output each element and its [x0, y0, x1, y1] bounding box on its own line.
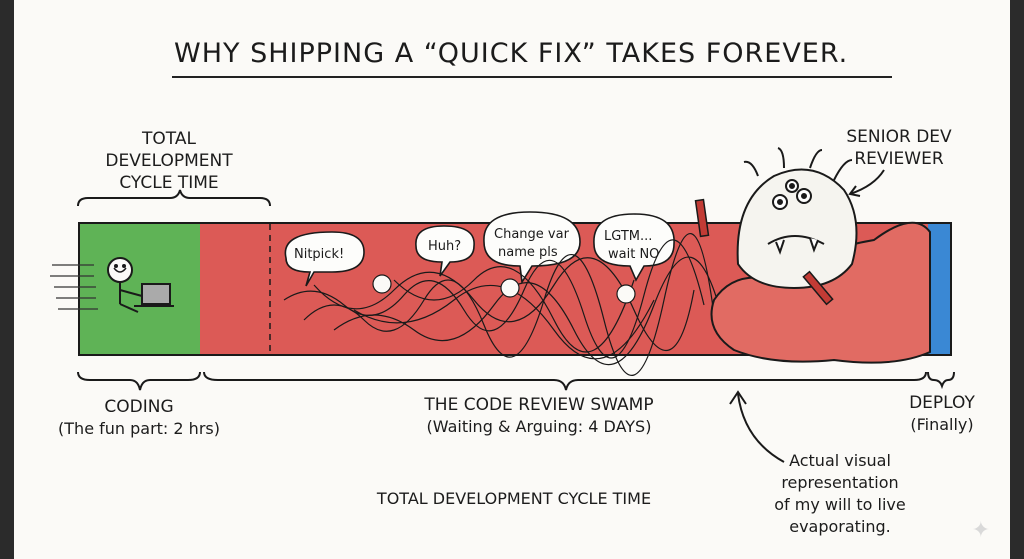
swamp-sublabel: (Waiting & Arguing: 4 DAYS) [426, 417, 652, 436]
stick-figure-coder-icon [107, 257, 143, 313]
will-to-live-note: Actual visual representation of my will … [750, 450, 930, 538]
will-note-line3: of my will to live [774, 495, 906, 514]
bubble-lgtm-line1: LGTM... [604, 229, 652, 244]
will-note-line2: representation [781, 473, 899, 492]
total-cycle-top-line3: CYCLE TIME [119, 173, 219, 193]
bubble-lgtm-line2: wait NO [608, 247, 659, 262]
notebook-page: WHY SHIPPING A “QUICK FIX” TAKES FOREVER… [14, 0, 1010, 559]
will-note-line1: Actual visual [789, 451, 891, 470]
deploy-label: DEPLOY [909, 393, 975, 413]
will-note-line4: evaporating. [789, 517, 891, 536]
coding-segment [78, 222, 200, 356]
coding-sublabel: (The fun part: 2 hrs) [58, 419, 220, 438]
bubble-huh-text: Huh? [428, 239, 461, 254]
deploy-brace [927, 371, 955, 390]
deploy-label-block: DEPLOY (Finally) [892, 392, 992, 436]
speech-bubble-nitpick [284, 231, 365, 287]
swamp-label: THE CODE REVIEW SWAMP [424, 395, 654, 415]
will-arrow-icon [737, 393, 785, 463]
page-title: WHY SHIPPING A “QUICK FIX” TAKES FOREVER… [174, 38, 849, 69]
senior-dev-label: SENIOR DEV REVIEWER [834, 126, 964, 170]
swamp-label-block: THE CODE REVIEW SWAMP (Waiting & Arguing… [374, 394, 704, 438]
sparkle-icon: ✦ [971, 518, 990, 543]
total-cycle-top-line1: TOTAL [142, 129, 196, 149]
total-cycle-top-line2: DEVELOPMENT [105, 151, 233, 171]
red-pen-icon [694, 198, 834, 306]
tangled-scribble-icon [283, 232, 725, 376]
speech-bubble-huh [415, 225, 475, 277]
bubble-nitpick-text: Nitpick! [294, 247, 344, 262]
senior-dev-arrow-icon [849, 169, 885, 195]
illustration-layer: Nitpick! Huh? Change var name pls LGTM..… [50, 147, 955, 463]
coding-label: CODING [104, 397, 174, 417]
laptop-icon [134, 283, 174, 307]
swamp-brace [203, 371, 927, 391]
speech-bubble-change-var [483, 211, 581, 285]
bubble-change-var-line2: name pls [498, 245, 558, 260]
title-underline [172, 76, 892, 78]
coding-brace [77, 371, 201, 391]
top-brace [77, 189, 271, 207]
deploy-segment [928, 222, 952, 356]
coding-label-block: CODING (The fun part: 2 hrs) [44, 396, 234, 440]
deploy-sublabel: (Finally) [910, 415, 974, 434]
senior-dev-line2: REVIEWER [854, 149, 944, 169]
bubble-change-var-line1: Change var [494, 227, 570, 242]
monster-reviewer-icon [736, 147, 858, 290]
total-cycle-top-label: TOTAL DEVELOPMENT CYCLE TIME [78, 128, 260, 194]
speed-lines-icon [50, 264, 98, 310]
total-cycle-bottom-label: TOTAL DEVELOPMENT CYCLE TIME [376, 489, 652, 508]
senior-dev-line1: SENIOR DEV [846, 127, 952, 147]
